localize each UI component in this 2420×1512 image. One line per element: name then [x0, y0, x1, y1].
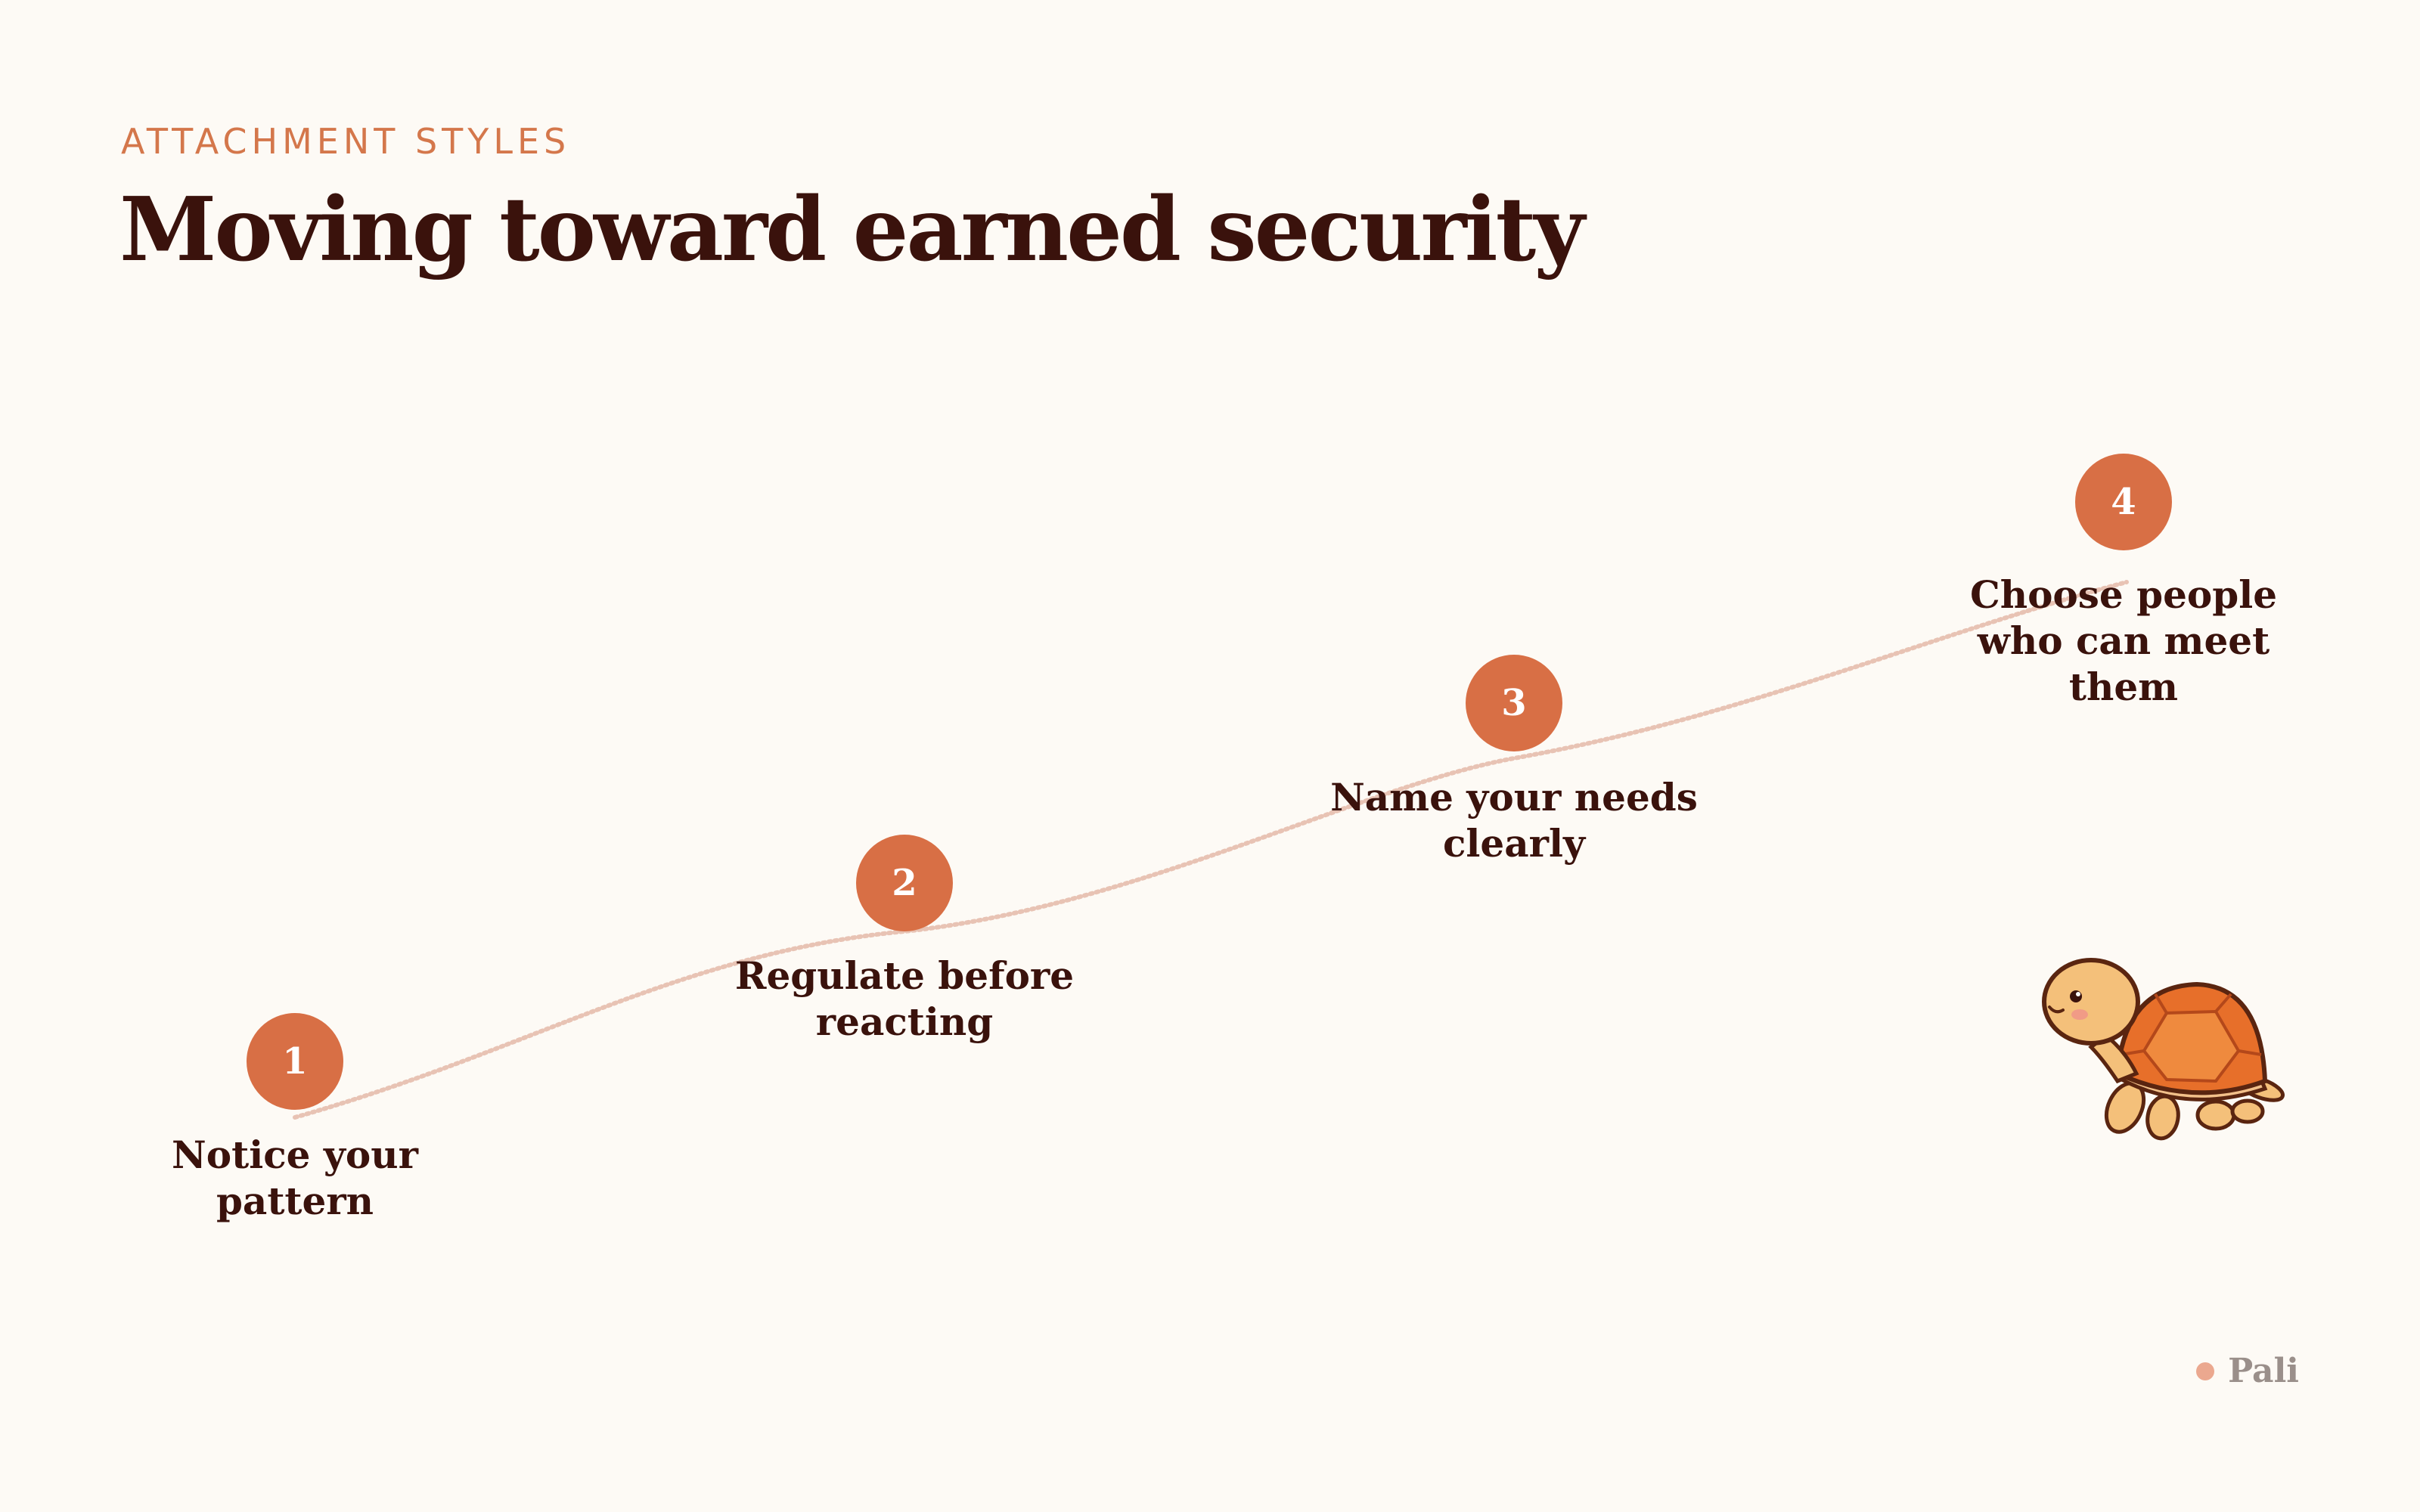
step-1-label-line2: pattern — [216, 1179, 374, 1223]
step-3-label: Name your needs clearly — [1302, 774, 1726, 866]
step-4-label-line1: Choose people — [1969, 572, 2278, 617]
step-3-label-line1: Name your needs — [1330, 775, 1698, 820]
turtle-icon — [2042, 958, 2285, 1141]
step-2-label-line2: reacting — [815, 999, 994, 1044]
step-2-number: 2 — [892, 862, 917, 904]
step-1-label: Notice your pattern — [83, 1132, 507, 1224]
brand-footer: Pali — [2196, 1352, 2299, 1390]
step-4-label: Choose people who can meet them — [1912, 572, 2335, 710]
step-4-label-line3: them — [2068, 665, 2179, 709]
eyebrow-label: ATTACHMENT STYLES — [121, 121, 571, 162]
brand-name: Pali — [2228, 1352, 2299, 1390]
step-1-marker: 1 — [247, 1013, 343, 1110]
step-3-label-line2: clearly — [1442, 821, 1586, 866]
step-3-marker: 3 — [1466, 655, 1562, 751]
step-1-label-line1: Notice your — [172, 1132, 418, 1177]
step-1-number: 1 — [282, 1040, 308, 1083]
step-2-marker: 2 — [856, 835, 953, 931]
step-4-number: 4 — [2111, 481, 2136, 523]
step-4-label-line2: who can meet — [1977, 618, 2270, 663]
step-3-number: 3 — [1501, 682, 1527, 724]
step-2-label-line1: Regulate before — [734, 953, 1075, 998]
step-2-label: Regulate before reacting — [693, 953, 1116, 1045]
brand-dot-icon — [2196, 1362, 2215, 1380]
page-title: Moving toward earned security — [119, 178, 1585, 281]
step-4-marker: 4 — [2075, 454, 2172, 550]
